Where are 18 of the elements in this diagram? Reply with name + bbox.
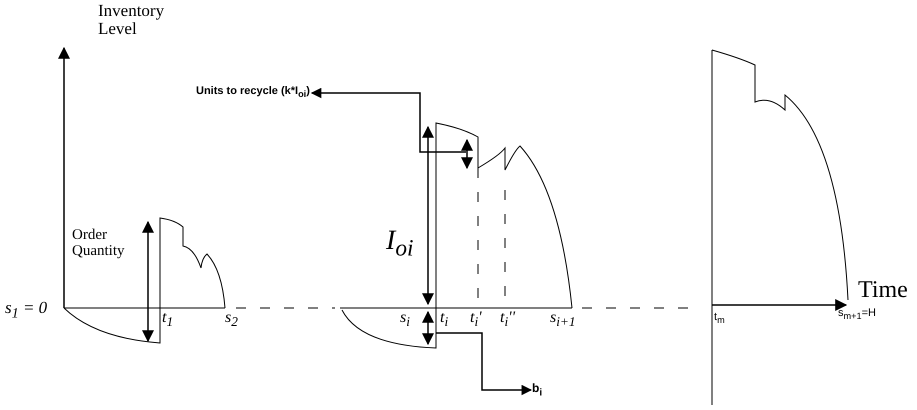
axis-label: s$_{i+1}$	[550, 310, 576, 330]
axis-label: s$_{1}$ = 0	[5, 299, 48, 322]
axis-label: s$_{m+1}$=H	[838, 308, 876, 322]
axis-label: s$_{i}$	[400, 310, 410, 330]
axis-label: s$_{2}$	[225, 310, 238, 330]
leader-arrow	[310, 88, 466, 153]
axis-label: Inventory Level	[98, 2, 166, 38]
callout-text: Units to recycle (k*I$_{oi}$)	[196, 86, 310, 100]
axis-label: t$_{i}$''	[500, 310, 515, 330]
axis-label: Order Quantity	[72, 228, 126, 260]
callout-text: b$_{i}$	[532, 382, 542, 398]
leader-arrow	[436, 332, 532, 396]
axis-label: t$_{m}$	[714, 312, 725, 326]
axis-label: t$_{1}$	[162, 310, 174, 330]
axis-label: I$_{oi}$	[386, 226, 414, 262]
axis-label: t$_{i}$'	[470, 310, 482, 330]
axis-label: Time	[858, 278, 908, 304]
axis-label: t$_{i}$	[440, 310, 448, 330]
